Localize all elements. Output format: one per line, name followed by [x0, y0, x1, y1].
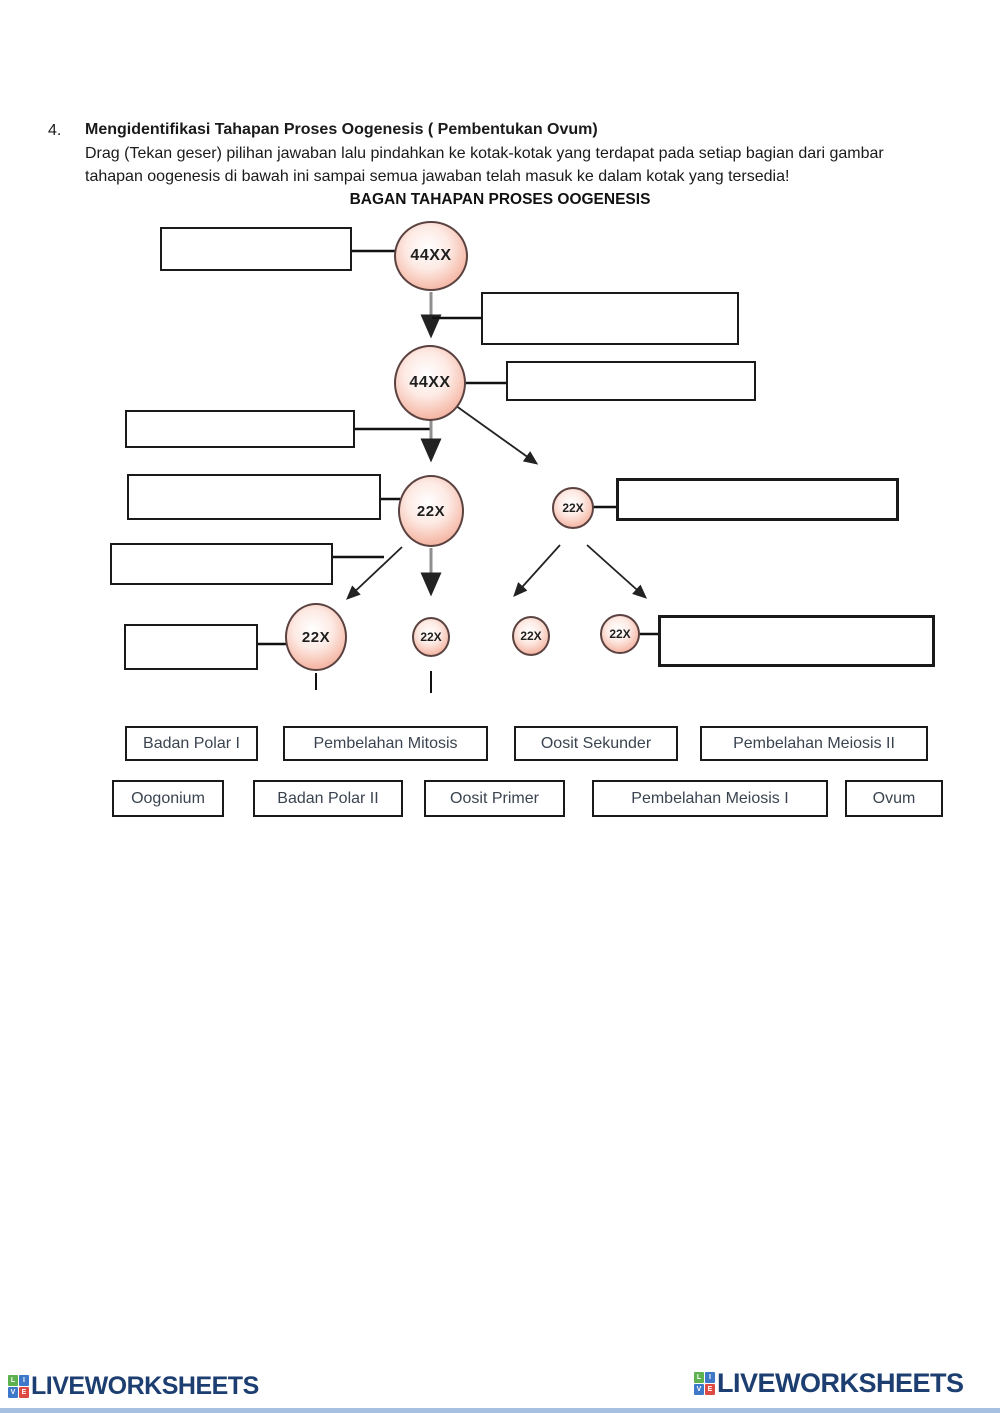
answer-chip-pembelahan-meiosis-ii[interactable]: Pembelahan Meiosis II	[700, 726, 928, 761]
arrow-cell4-cell8	[586, 544, 648, 599]
liveworksheets-grid-icon: L I V E	[694, 1372, 715, 1395]
cell-badan-polar-2a-22x: 22X	[412, 617, 450, 657]
logo-square-v: V	[8, 1387, 18, 1398]
brand-wordmark: LIVEWORKSHEETS	[31, 1372, 259, 1400]
drop-box-6[interactable]	[616, 478, 899, 521]
answer-chip-pembelahan-mitosis[interactable]: Pembelahan Mitosis	[283, 726, 488, 761]
arrow-cell3-cell5	[346, 546, 403, 600]
arrow-cell4-cell7	[513, 544, 561, 598]
logo-square-l: L	[8, 1375, 18, 1386]
task-title: Mengidentifikasi Tahapan Proses Oogenesi…	[85, 121, 598, 138]
drop-box-3[interactable]	[506, 361, 756, 401]
drop-box-4[interactable]	[125, 410, 355, 448]
answer-chip-badan-polar-i[interactable]: Badan Polar I	[125, 726, 258, 761]
liveworksheets-logo-left[interactable]: L I V E LIVEWORKSHEETS	[8, 1374, 259, 1399]
liveworksheets-logo-right[interactable]: L I V E LIVEWORKSHEETS	[694, 1370, 964, 1397]
liveworksheets-grid-icon: L I V E	[8, 1375, 29, 1398]
cell-badan-polar-1-22x: 22X	[552, 487, 594, 529]
instruction-line-2: tahapan oogenesis di bawah ini sampai se…	[85, 168, 790, 185]
answer-chip-oosit-sekunder[interactable]: Oosit Sekunder	[514, 726, 678, 761]
answer-chip-ovum[interactable]: Ovum	[845, 780, 943, 817]
logo-square-i: I	[19, 1375, 29, 1386]
drop-box-2[interactable]	[481, 292, 739, 345]
brand-wordmark: LIVEWORKSHEETS	[717, 1368, 964, 1398]
logo-square-l: L	[694, 1372, 704, 1383]
cell-badan-polar-2c-22x: 22X	[600, 614, 640, 654]
arrow-cell2-cell4	[451, 402, 539, 465]
cell-oosit-primer-44xx: 44XX	[394, 345, 466, 421]
cell-oogonium-44xx: 44XX	[394, 221, 468, 291]
logo-square-e: E	[705, 1384, 715, 1395]
logo-square-e: E	[19, 1387, 29, 1398]
logo-square-v: V	[694, 1384, 704, 1395]
logo-square-i: I	[705, 1372, 715, 1383]
drop-box-1[interactable]	[160, 227, 352, 271]
footer-bar	[0, 1408, 1000, 1413]
instruction-line-1: Drag (Tekan geser) pilihan jawaban lalu …	[85, 145, 884, 162]
cell-oosit-sekunder-22x: 22X	[398, 475, 464, 547]
diagram-title: BAGAN TAHAPAN PROSES OOGENESIS	[349, 191, 651, 208]
answer-chip-oosit-primer[interactable]: Oosit Primer	[424, 780, 565, 817]
answer-chip-badan-polar-ii[interactable]: Badan Polar II	[253, 780, 403, 817]
drop-box-8[interactable]	[124, 624, 258, 670]
drop-box-7[interactable]	[110, 543, 333, 585]
drop-box-5[interactable]	[127, 474, 381, 520]
answer-chip-oogonium[interactable]: Oogonium	[112, 780, 224, 817]
cell-ovum-22x: 22X	[285, 603, 347, 671]
item-number: 4.	[48, 122, 62, 139]
connector-layer	[258, 249, 658, 693]
answer-chip-pembelahan-meiosis-i[interactable]: Pembelahan Meiosis I	[592, 780, 828, 817]
cell-badan-polar-2b-22x: 22X	[512, 616, 550, 656]
drop-box-9[interactable]	[658, 615, 935, 667]
